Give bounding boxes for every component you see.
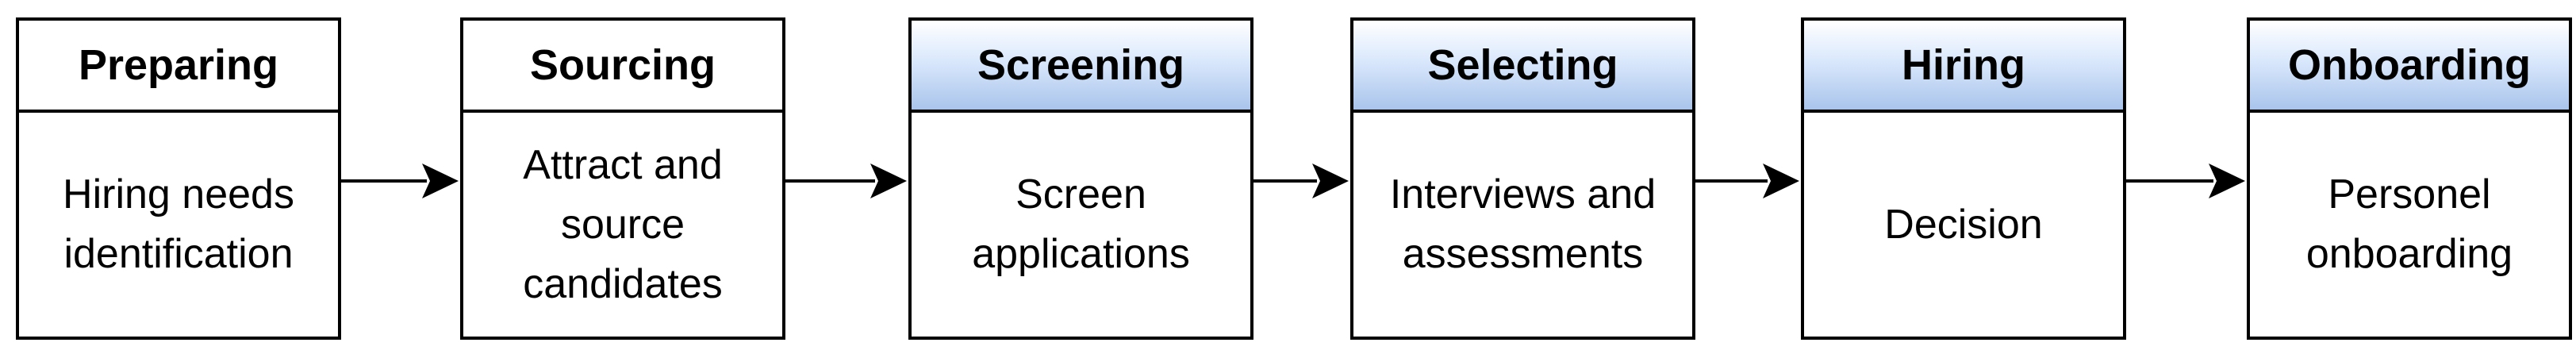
arrow-selecting-to-hiring: [1695, 164, 1799, 198]
arrow-preparing-to-sourcing: [341, 164, 459, 198]
stage-description: Decision: [1884, 201, 2043, 248]
arrow-sourcing-to-screening: [785, 164, 907, 198]
arrow-screening-to-selecting: [1253, 164, 1349, 198]
stage-preparing: Preparing Hiring needs identification: [16, 17, 341, 340]
stage-title: Hiring: [1804, 21, 2123, 113]
stage-description: Hiring needs identification: [63, 171, 294, 277]
arrow-hiring-to-onboarding: [2126, 164, 2245, 198]
stage-sourcing: Sourcing Attract and source candidates: [460, 17, 785, 340]
stage-title: Onboarding: [2250, 21, 2569, 113]
stage-title: Screening: [912, 21, 1250, 113]
stage-description: Screen applications: [972, 171, 1190, 277]
stage-description: Interviews and assessments: [1389, 171, 1657, 277]
stage-title: Selecting: [1353, 21, 1692, 113]
stage-title: Preparing: [19, 21, 338, 113]
stage-onboarding: Onboarding Personel onboarding: [2247, 17, 2572, 340]
stage-selecting: Selecting Interviews and assessments: [1350, 17, 1695, 340]
stage-title: Sourcing: [463, 21, 782, 113]
stage-screening: Screening Screen applications: [908, 17, 1253, 340]
stage-hiring: Hiring Decision: [1801, 17, 2126, 340]
stage-description: Personel onboarding: [2305, 171, 2513, 277]
stage-description: Attract and source candidates: [523, 141, 723, 307]
